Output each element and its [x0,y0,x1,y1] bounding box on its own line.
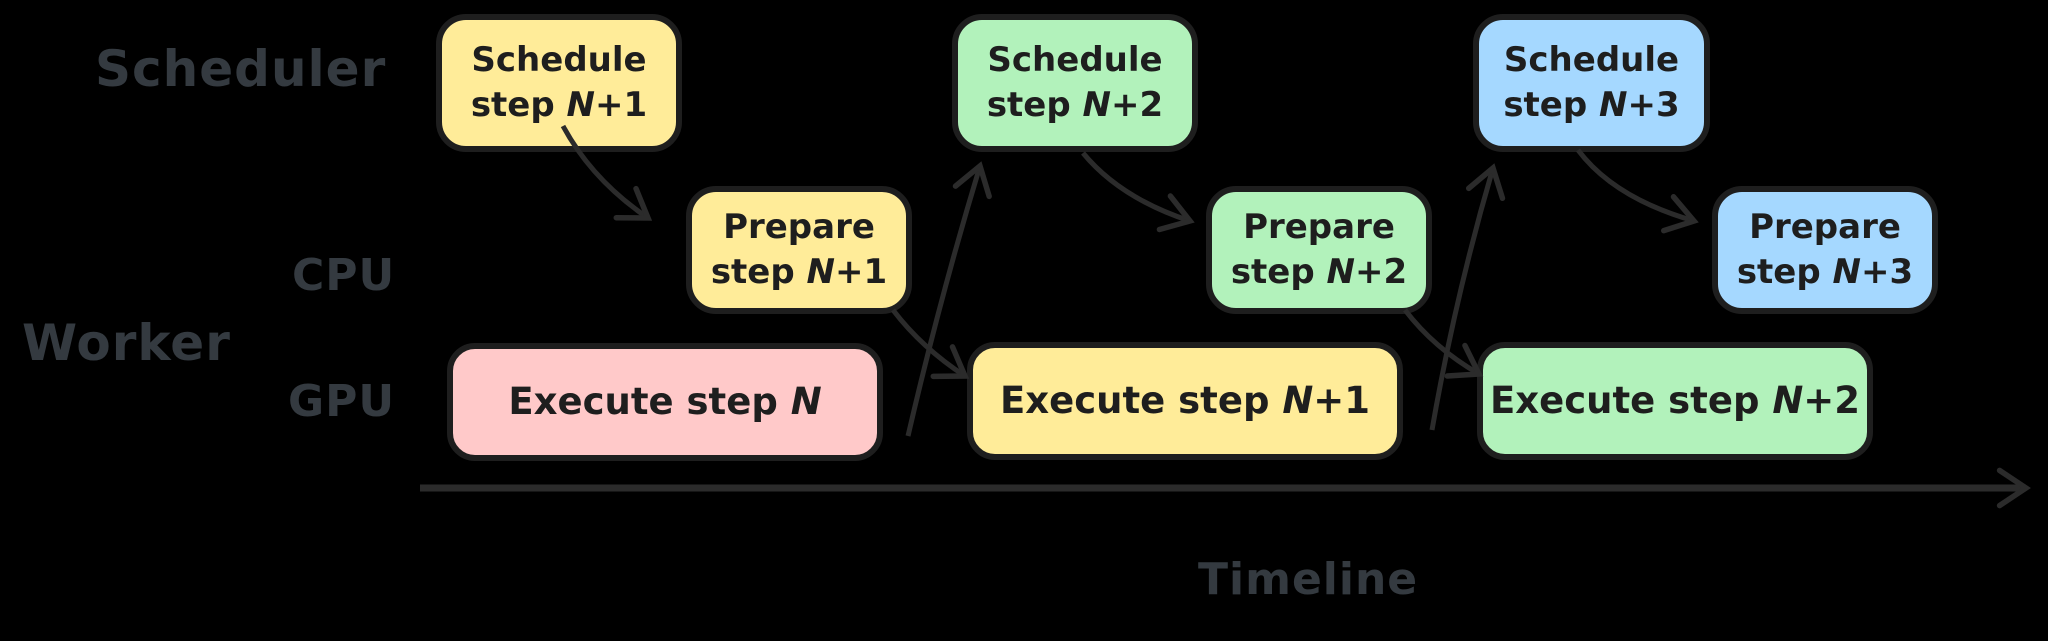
schedule-step-n2-box: Schedule step N+2 [952,14,1198,152]
box-title: Prepare [1749,207,1901,248]
box-step-line: step N+3 [1503,85,1680,125]
box-step-line: step N+1 [710,252,888,292]
arrow-prepare-n2-to-execute-n2 [1403,308,1484,379]
worker-row-label: Worker [22,314,231,372]
execute-step-n1-box: Execute step N+1 [967,342,1403,460]
timeline-axis-label: Timeline [1198,554,1419,605]
arrow-prepare-n1-to-execute-n1 [891,308,970,380]
arrow-schedule-n3-to-prepare-n3 [1576,148,1699,234]
gpu-row-label: GPU [288,376,396,427]
box-step-line: step N+1 [470,85,648,125]
prepare-step-n3-box: Prepare step N+3 [1712,186,1938,314]
execute-step-n2-box: Execute step N+2 [1477,342,1873,460]
schedule-step-n1-box: Schedule step N+1 [436,14,682,152]
box-step-line: step N+3 [1736,252,1914,292]
box-title: Schedule [471,40,647,81]
execute-step-n-box: Execute step N [447,343,883,461]
schedule-step-n3-box: Schedule step N+3 [1473,14,1710,152]
box-title: Prepare [1243,207,1395,248]
box-step-line: step N+2 [1230,252,1408,292]
box-step-line: step N+2 [986,85,1164,125]
box-title: Schedule [1503,40,1680,81]
prepare-step-n1-box: Prepare step N+1 [686,186,912,314]
box-title: Prepare [723,207,875,248]
arrow-schedule-n2-to-prepare-n2 [1081,151,1195,233]
prepare-step-n2-box: Prepare step N+2 [1206,186,1432,314]
cpu-row-label: CPU [292,250,396,301]
scheduler-row-label: Scheduler [95,40,387,98]
box-title: Schedule [987,40,1163,81]
box-label: Execute step N [508,379,822,423]
box-label: Execute step N+1 [999,378,1371,422]
box-label: Execute step N+2 [1489,378,1861,422]
